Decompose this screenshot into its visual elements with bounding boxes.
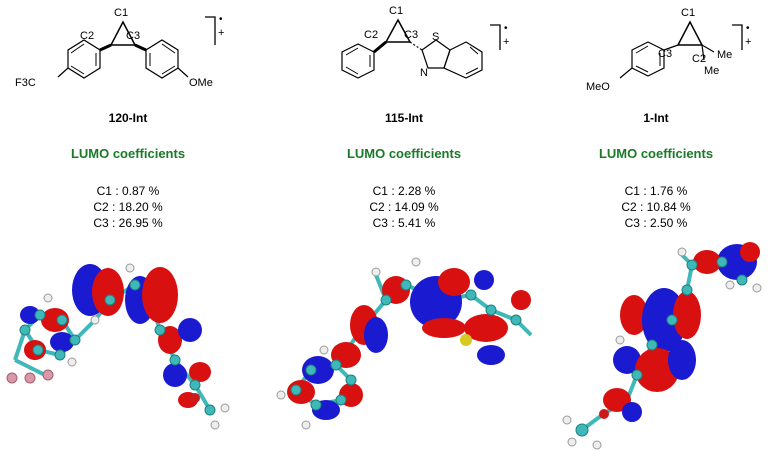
atom-label-c3: C3 — [404, 29, 418, 41]
cation-plus: + — [218, 27, 224, 39]
radical-dot: • — [219, 14, 223, 25]
substituent-ome: OMe — [189, 77, 213, 89]
radical-dot: • — [504, 23, 508, 34]
compound-panel-115-int: C1 C2 C3 S N • + 115-Int LUMO coefficien… — [276, 0, 532, 468]
methyl-label-2: Me — [704, 65, 719, 77]
lumo-title: LUMO coefficients — [598, 146, 714, 161]
coefficient-c1: C1 : 0.87 % — [96, 184, 160, 198]
substituent-cf3: F3C — [15, 77, 36, 89]
lumo-orbital-render — [562, 242, 762, 450]
coefficient-c3: C3 : 2.50 % — [624, 216, 688, 230]
coefficient-c2: C2 : 14.09 % — [369, 200, 439, 214]
atom-label-c1: C1 — [389, 5, 403, 17]
coefficient-c2: C2 : 10.84 % — [621, 200, 691, 214]
lumo-title: LUMO coefficients — [70, 146, 186, 161]
atom-label-c1: C1 — [681, 7, 695, 19]
radical-dot: • — [746, 23, 750, 34]
compound-name: 1-Int — [643, 111, 669, 125]
compound-panel-1-int: C1 C3 C2 Me Me MeO • + 1-Int LUMO coeffi… — [542, 0, 770, 468]
compound-panel-120-int: C1 C2 C3 F3C OMe • + 120-Int LUMO coeffi… — [0, 0, 256, 468]
atom-label-c2: C2 — [692, 53, 706, 65]
atom-label-c2: C2 — [80, 30, 94, 42]
lumo-title: LUMO coefficients — [346, 146, 462, 161]
coefficient-c1: C1 : 1.76 % — [624, 184, 688, 198]
substituent-meo: MeO — [586, 81, 610, 93]
atom-label-s: S — [432, 31, 439, 43]
structure-120-int: C1 C2 C3 F3C OMe • + — [15, 7, 224, 89]
structure-115-int: C1 C2 C3 S N • + — [341, 5, 509, 79]
atom-label-c1: C1 — [114, 7, 128, 19]
atom-label-c2: C2 — [364, 29, 378, 41]
coefficient-c3: C3 : 26.95 % — [93, 216, 163, 230]
atom-label-c3: C3 — [126, 30, 140, 42]
coefficient-c3: C3 : 5.41 % — [372, 216, 436, 230]
structure-1-int: C1 C3 C2 Me Me MeO • + — [586, 7, 751, 93]
compound-name: 120-Int — [108, 111, 148, 125]
lumo-orbital-render — [276, 257, 532, 430]
lumo-orbital-render — [6, 263, 230, 430]
cation-plus: + — [745, 36, 751, 48]
methyl-label-1: Me — [717, 49, 732, 61]
coefficient-c2: C2 : 18.20 % — [93, 200, 163, 214]
cation-plus: + — [503, 36, 509, 48]
coefficient-c1: C1 : 2.28 % — [372, 184, 436, 198]
atom-label-n: N — [420, 67, 428, 79]
compound-name: 115-Int — [384, 111, 423, 125]
atom-label-c3: C3 — [658, 48, 672, 60]
